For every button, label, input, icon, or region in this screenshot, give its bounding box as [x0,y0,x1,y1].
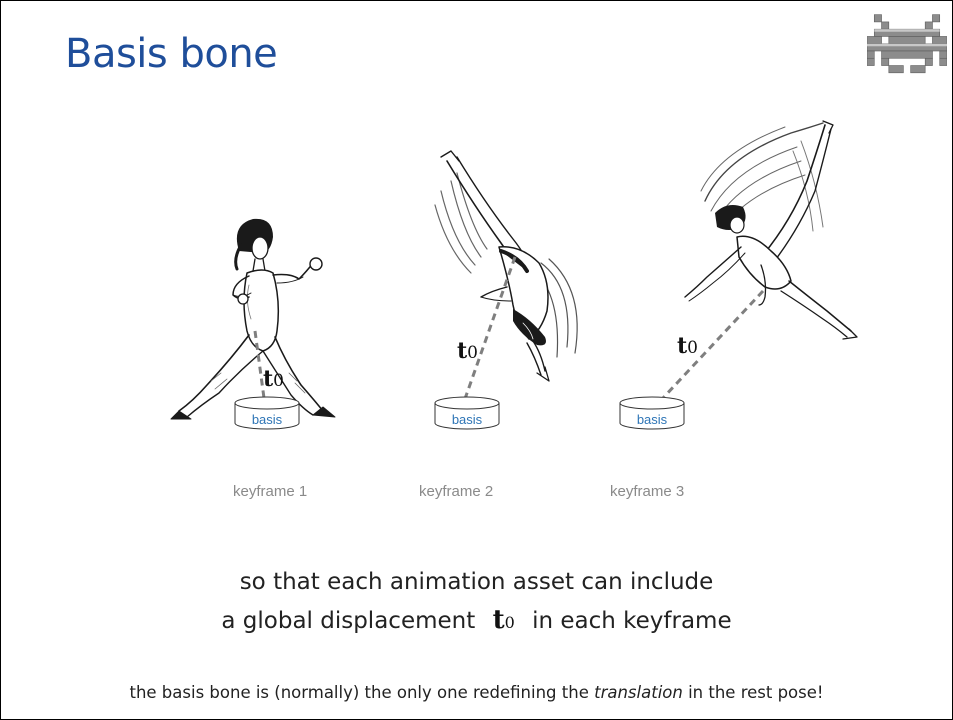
dancer-figure-keyframe-3 [685,121,857,339]
footer-after: in the rest pose! [683,683,824,702]
dancer-figure-keyframe-1 [171,219,335,419]
t0-label-keyframe-2: t0 [457,338,478,364]
basis-cylinder-icon: basis [235,397,299,429]
keyframe-2-label: keyframe 2 [419,483,493,500]
caption-t0-subscript: 0 [505,613,515,632]
caption-t0-symbol: t [493,605,505,635]
t0-line-keyframe-2 [460,257,515,413]
footer-before: the basis bone is (normally) the only on… [129,683,594,702]
caption-line-2-after: in each keyframe [532,608,732,634]
basis-label: basis [452,412,483,427]
basis-cylinder-icon: basis [620,397,684,429]
keyframe-1-label: keyframe 1 [233,483,307,500]
t0-label-keyframe-1: t0 [263,366,284,392]
keyframe-3-label: keyframe 3 [610,483,684,500]
basis-label: basis [637,412,668,427]
caption-line-2-before: a global displacement [221,608,475,634]
caption-line-1: so that each animation asset can include [1,569,952,595]
basis-cylinder-icon: basis [435,397,499,429]
t0-label-keyframe-3: t0 [677,333,698,359]
t0-line-keyframe-3 [649,291,763,413]
keyframes-illustration: basis basis basis t0 t0 t0 [1,1,952,481]
caption-line-2: a global displacement t0 in each keyfram… [1,605,952,635]
basis-label: basis [252,412,283,427]
footer-emphasis: translation [594,683,683,702]
footer-note: the basis bone is (normally) the only on… [1,683,952,702]
